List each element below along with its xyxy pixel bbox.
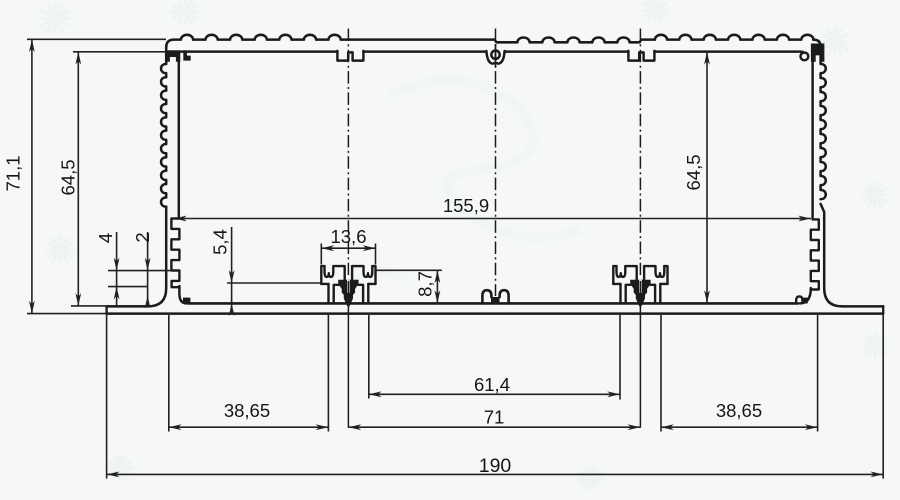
svg-text:2: 2	[132, 232, 153, 242]
svg-text:190: 190	[479, 455, 512, 477]
svg-text:71,1: 71,1	[3, 155, 24, 191]
svg-text:64,5: 64,5	[683, 154, 704, 190]
svg-text:61,4: 61,4	[474, 374, 510, 395]
svg-text:155,9: 155,9	[443, 195, 489, 216]
svg-text:38,65: 38,65	[716, 400, 762, 421]
svg-text:71: 71	[484, 407, 505, 428]
svg-text:4: 4	[95, 233, 116, 243]
svg-text:8,7: 8,7	[415, 271, 436, 297]
svg-text:5,4: 5,4	[209, 229, 230, 255]
svg-text:13,6: 13,6	[330, 226, 366, 247]
svg-text:64,5: 64,5	[58, 159, 79, 195]
svg-text:38,65: 38,65	[224, 400, 270, 421]
